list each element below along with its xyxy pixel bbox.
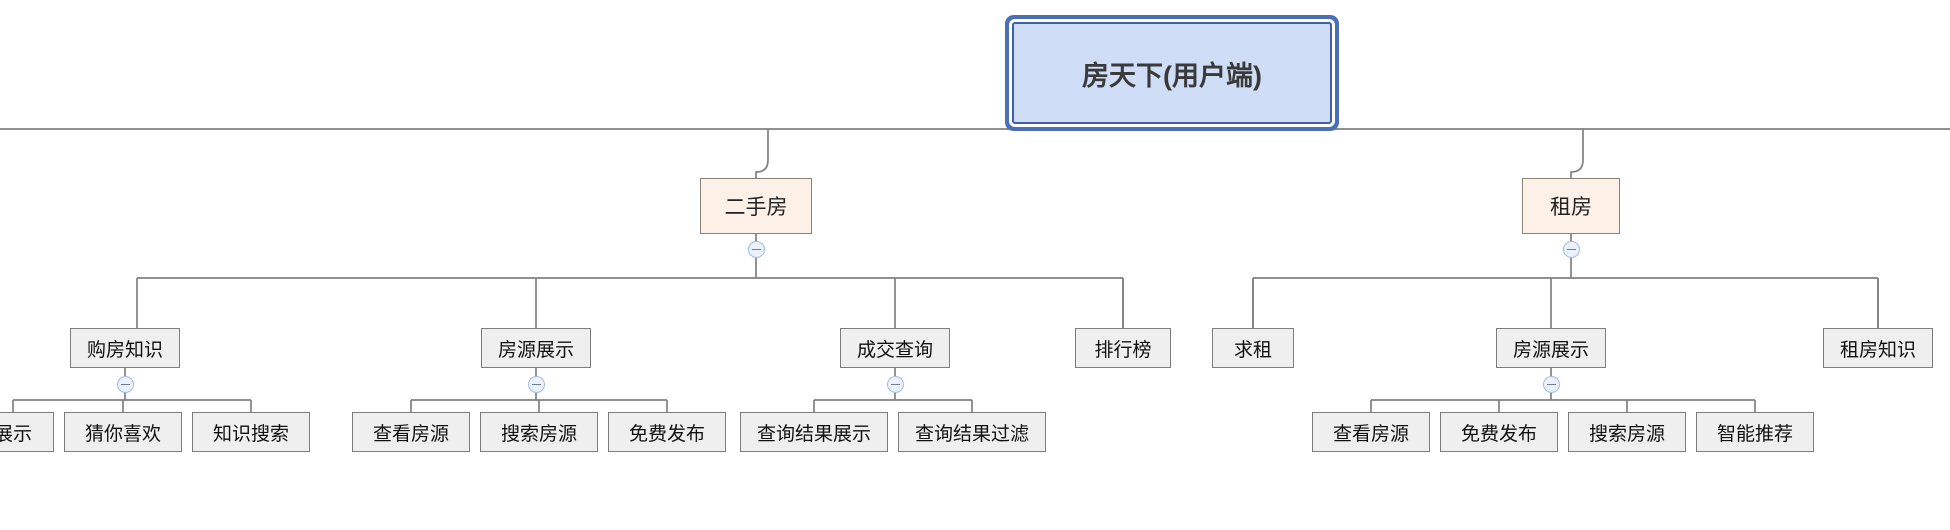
node-chaxunjieguozhanshi[interactable]: 查询结果展示 bbox=[740, 412, 888, 452]
node-chakanfangyuan-zufang-label: 查看房源 bbox=[1332, 423, 1409, 445]
node-fangyuanzhanshi-zufang-label: 房源展示 bbox=[1512, 339, 1589, 361]
node-goufangzhishi[interactable]: 购房知识 bbox=[70, 328, 180, 368]
node-paihangbang-label: 排行榜 bbox=[1094, 339, 1152, 361]
collapse-toggle-goufangzhishi[interactable] bbox=[117, 376, 134, 393]
node-sousuofangyuan-zufang[interactable]: 搜索房源 bbox=[1568, 412, 1686, 452]
node-cainixihuan-label: 猜你喜欢 bbox=[84, 423, 161, 445]
node-zhinengtuijian-label: 智能推荐 bbox=[1716, 423, 1793, 445]
node-mianfeifabu-zufang[interactable]: 免费发布 bbox=[1440, 412, 1558, 452]
node-chakanfangyuan-zufang[interactable]: 查看房源 bbox=[1312, 412, 1430, 452]
node-sousuofangyuan-ershoufang[interactable]: 搜索房源 bbox=[480, 412, 598, 452]
node-zufang-label: 租房 bbox=[1550, 196, 1592, 219]
node-zufang[interactable]: 租房 bbox=[1522, 178, 1620, 234]
node-mianfeifabu-ershoufang-label: 免费发布 bbox=[628, 423, 705, 445]
node-zhishisousuo-label: 知识搜索 bbox=[212, 423, 289, 445]
node-fangyuanzhanshi-zufang[interactable]: 房源展示 bbox=[1496, 328, 1606, 368]
node-chengjiaochaxun-label: 成交查询 bbox=[856, 339, 933, 361]
node-fangyuanzhanshi-ershoufang[interactable]: 房源展示 bbox=[481, 328, 591, 368]
node-sousuofangyuan-zufang-label: 搜索房源 bbox=[1588, 423, 1665, 445]
node-ershoufang[interactable]: 二手房 bbox=[700, 178, 812, 234]
node-fangyuanzhanshi-ershoufang-label: 房源展示 bbox=[497, 339, 574, 361]
collapse-toggle-fangyuanzhanshi-zufang[interactable] bbox=[1543, 376, 1560, 393]
node-chakanfangyuan-ershoufang-label: 查看房源 bbox=[372, 423, 449, 445]
node-mianfeifabu-ershoufang[interactable]: 免费发布 bbox=[608, 412, 726, 452]
node-zhanshi-label: 展示 bbox=[0, 423, 32, 445]
node-mianfeifabu-zufang-label: 免费发布 bbox=[1460, 423, 1537, 445]
node-goufangzhishi-label: 购房知识 bbox=[86, 339, 163, 361]
node-chaxunjieguozhanshi-label: 查询结果展示 bbox=[756, 423, 871, 445]
node-chaxunjieguoguolv[interactable]: 查询结果过滤 bbox=[898, 412, 1046, 452]
node-chaxunjieguoguolv-label: 查询结果过滤 bbox=[914, 423, 1029, 445]
node-qiuzu[interactable]: 求租 bbox=[1212, 328, 1294, 368]
node-ershoufang-label: 二手房 bbox=[724, 196, 788, 219]
collapse-toggle-fangyuanzhanshi-ershoufang[interactable] bbox=[528, 376, 545, 393]
collapse-toggle-ershoufang[interactable] bbox=[748, 241, 765, 258]
collapse-toggle-zufang[interactable] bbox=[1563, 241, 1580, 258]
node-zufangzhishi[interactable]: 租房知识 bbox=[1823, 328, 1933, 368]
root-node-label: 房天下(用户端) bbox=[1082, 60, 1262, 91]
node-zhanshi[interactable]: 展示 bbox=[0, 412, 54, 452]
root-node-fangtianxia[interactable]: 房天下(用户端) bbox=[1012, 22, 1332, 124]
collapse-toggle-chengjiaochaxun[interactable] bbox=[887, 376, 904, 393]
node-chakanfangyuan-ershoufang[interactable]: 查看房源 bbox=[352, 412, 470, 452]
node-cainixihuan[interactable]: 猜你喜欢 bbox=[64, 412, 182, 452]
node-paihangbang[interactable]: 排行榜 bbox=[1075, 328, 1171, 368]
node-qiuzu-label: 求租 bbox=[1233, 339, 1272, 361]
node-sousuofangyuan-ershoufang-label: 搜索房源 bbox=[500, 423, 577, 445]
node-zhinengtuijian[interactable]: 智能推荐 bbox=[1696, 412, 1814, 452]
node-zufangzhishi-label: 租房知识 bbox=[1839, 339, 1916, 361]
node-zhishisousuo[interactable]: 知识搜索 bbox=[192, 412, 310, 452]
node-chengjiaochaxun[interactable]: 成交查询 bbox=[840, 328, 950, 368]
